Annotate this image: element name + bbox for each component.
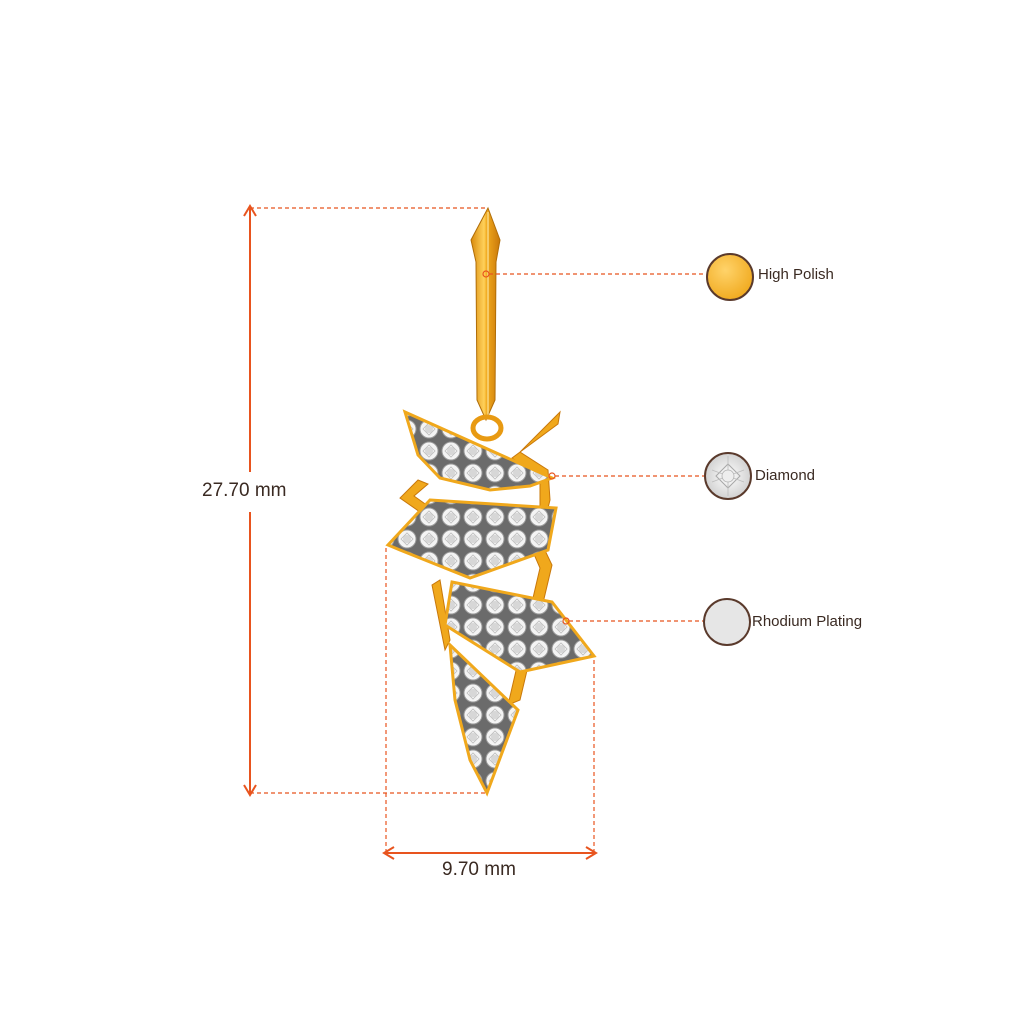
height-dimension-label: 27.70 mm <box>202 480 287 501</box>
width-dimension-label: 9.70 mm <box>442 859 516 880</box>
pave-section-upper-middle <box>385 498 558 580</box>
pave-section-top <box>402 409 556 492</box>
pave-section-bottom <box>448 641 520 797</box>
legend-swatches <box>703 253 754 646</box>
diamond-swatch <box>704 452 752 500</box>
gold-swatch <box>706 253 754 301</box>
rhodium-swatch <box>703 598 751 646</box>
pave-section-lower-middle <box>443 580 597 674</box>
legend-label-diamond: Diamond <box>755 467 816 484</box>
height-top-arrow <box>243 204 257 217</box>
width-right-arrow <box>585 846 598 860</box>
width-dimension <box>382 548 598 860</box>
legend-label-rhodium-plating: Rhodium Plating <box>752 613 863 630</box>
pendant <box>385 206 597 797</box>
height-dimension <box>196 204 488 797</box>
height-bottom-arrow <box>243 784 257 797</box>
pendant-jump-ring <box>470 414 504 442</box>
legend-leaders <box>482 270 706 625</box>
legend-label-high-polish: High Polish <box>758 266 834 283</box>
width-left-arrow <box>382 846 395 860</box>
pendant-bail <box>470 206 501 422</box>
